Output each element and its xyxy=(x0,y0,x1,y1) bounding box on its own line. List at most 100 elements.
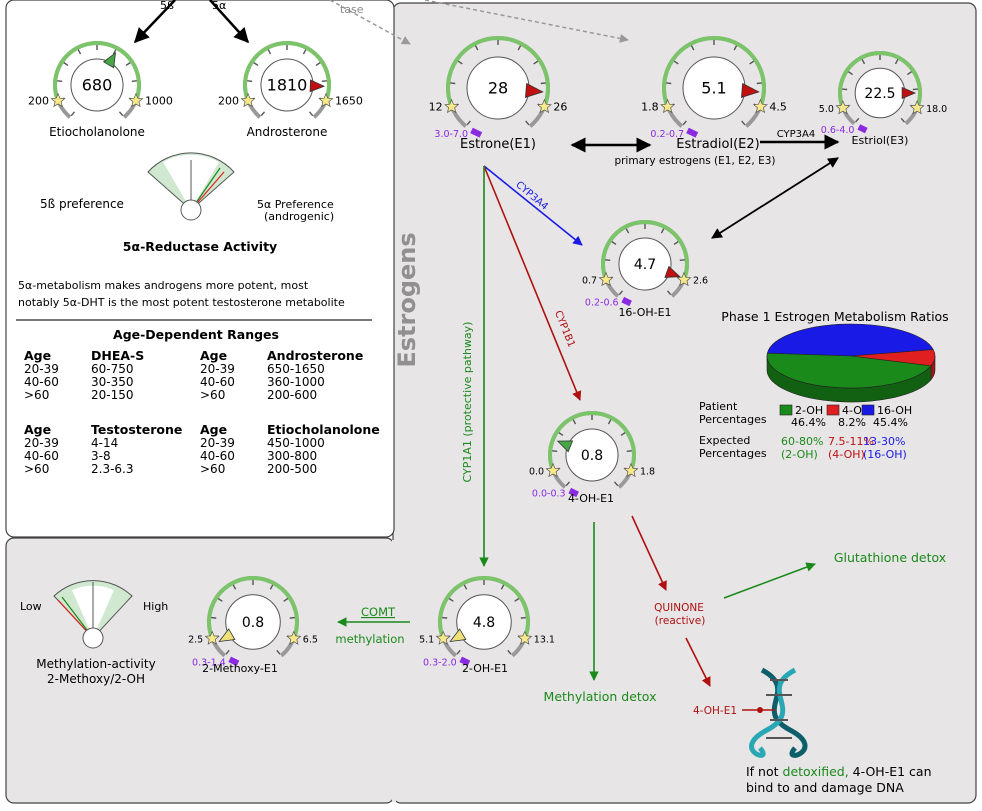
arrow-to-etiocholanolone xyxy=(133,0,176,44)
primary-estrogens-label: primary estrogens (E1, E2, E3) xyxy=(614,155,775,167)
methylation-detox-label: Methylation detox xyxy=(544,689,657,704)
oh2-pointer-icon xyxy=(449,628,467,643)
methoxy-high-limit: 6.5 xyxy=(303,634,318,645)
quinone-reactive-label: (reactive) xyxy=(655,615,706,627)
age-table-cell: 200-500 xyxy=(267,462,317,476)
pie-slice-2-OH xyxy=(766,352,932,389)
age-table-cell: 20-39 xyxy=(200,436,235,450)
age-table-cell: >60 xyxy=(200,388,225,402)
estrone-low-star-icon xyxy=(444,98,460,114)
methylation-high-label: High xyxy=(143,600,168,613)
methylation-activity-title: Methylation-activity xyxy=(36,657,155,671)
ratios-pie-chart xyxy=(766,323,936,403)
note-line-1: 5α-metabolism makes androgens more poten… xyxy=(18,279,309,292)
estrone-low-limit: 12 xyxy=(429,101,443,114)
patient-label-2: Percentages xyxy=(699,413,767,426)
estrone-high-limit: 26 xyxy=(553,101,567,114)
androsterone-low-star-icon xyxy=(240,92,256,108)
panel-merge xyxy=(392,540,396,802)
age-table-header: Testosterone xyxy=(91,422,182,437)
methylation-fan xyxy=(53,580,133,649)
arrow-to-androsterone xyxy=(209,0,250,44)
dna-attach-dot xyxy=(757,707,763,713)
oh2-high-star-icon xyxy=(517,630,533,645)
estrone-ref-range: 3.0-7.0 xyxy=(434,129,468,140)
legend-patient-pct: 8.2% xyxy=(838,416,866,429)
androsterone-low-limit: 200 xyxy=(218,95,239,108)
methoxy-pointer-icon xyxy=(218,628,236,643)
age-table-header: Age xyxy=(24,422,51,437)
age-table-header: Age xyxy=(200,422,227,437)
estrone-high-star-icon xyxy=(536,98,552,114)
age-table-cell: >60 xyxy=(24,462,49,476)
legend-patient-pct: 45.4% xyxy=(873,416,908,429)
age-table-cell: >60 xyxy=(24,388,49,402)
glutathione-label: Glutathione detox xyxy=(834,550,946,565)
oh16-ref-range: 0.2-0.6 xyxy=(585,298,619,309)
oh16-high-limit: 2.6 xyxy=(693,276,708,287)
5a-androgenic-label: (androgenic) xyxy=(264,210,334,223)
estradiol-pointer-icon xyxy=(740,82,760,99)
cyp3a4-top-label: CYP3A4 xyxy=(777,129,816,140)
estradiol-low-star-icon xyxy=(660,98,676,114)
age-ranges-title: Age-Dependent Ranges xyxy=(113,327,279,342)
oh2-low-limit: 5.1 xyxy=(419,634,434,645)
label-5a-top: 5α xyxy=(212,0,226,12)
age-table-cell: 650-1650 xyxy=(267,362,325,376)
oh4-low-limit: 0.0 xyxy=(529,467,544,478)
final-note-line-2: bind to and damage DNA xyxy=(746,780,904,795)
oh4-ref-range: 0.0-0.3 xyxy=(532,489,566,500)
age-table-cell: 450-1000 xyxy=(267,436,325,450)
estrone-name: Estrone(E1) xyxy=(460,137,536,152)
patient-label-1: Patient xyxy=(699,400,738,413)
etiocholanolone-name: Etiocholanolone xyxy=(49,125,145,139)
oh2-name: 2-OH-E1 xyxy=(462,662,508,675)
legend-expected-name: (16-OH) xyxy=(863,448,907,461)
legend-name: 16-OH xyxy=(877,404,912,417)
androsterone-high-limit: 1650 xyxy=(335,95,363,108)
androgens-panel xyxy=(5,0,395,538)
methoxy-low-star-icon xyxy=(204,630,220,645)
5a-preference-label: 5α Preference xyxy=(257,198,334,211)
age-table-cell: 4-14 xyxy=(91,436,118,450)
estrone-value: 28 xyxy=(488,79,508,98)
age-table-cell: >60 xyxy=(200,462,225,476)
comt-label: COMT xyxy=(361,605,396,619)
androsterone-pointer-icon xyxy=(309,79,325,93)
methoxy-high-star-icon xyxy=(286,630,302,645)
reductase-fan xyxy=(147,152,235,221)
oh4-low-star-icon xyxy=(545,462,561,478)
age-table-header: Age xyxy=(24,348,51,363)
arrow-e1-4oh xyxy=(483,165,582,401)
5b-preference-label: 5ß preference xyxy=(40,197,124,211)
oh16-low-star-icon xyxy=(598,271,614,287)
label-5b-top: 5ß xyxy=(160,0,174,12)
etiocholanolone-low-star-icon xyxy=(50,92,66,108)
estradiol-high-limit: 4.5 xyxy=(769,101,787,114)
note-line-2: notably 5α-DHT is the most potent testos… xyxy=(18,296,345,309)
dna-icon xyxy=(749,667,808,758)
legend-swatch xyxy=(861,404,875,416)
cyp1a1-label: CYP1A1 (protective pathway) xyxy=(461,322,474,483)
estriol-high-limit: 18.0 xyxy=(926,104,947,115)
estriol-name: Estriol(E3) xyxy=(852,134,909,147)
arrow-e1-16oh xyxy=(483,165,583,246)
age-table-cell: 20-150 xyxy=(91,388,134,402)
methoxy-value: 0.8 xyxy=(242,615,264,631)
dashed-arrow-to-estrone xyxy=(329,0,411,45)
methylation-ratio-title: 2-Methoxy/2-OH xyxy=(47,672,145,686)
age-table-cell: 360-1000 xyxy=(267,375,325,389)
age-table-cell: 60-750 xyxy=(91,362,134,376)
aromatase-fragment: tase xyxy=(340,3,364,16)
final-note-detoxified: detoxified, xyxy=(783,764,849,779)
methoxy-ref-range: 0.3-1.4 xyxy=(192,658,226,669)
age-table-cell: 40-60 xyxy=(24,449,59,463)
oh16-high-star-icon xyxy=(676,271,692,287)
oh16-name: 16-OH-E1 xyxy=(618,306,671,319)
